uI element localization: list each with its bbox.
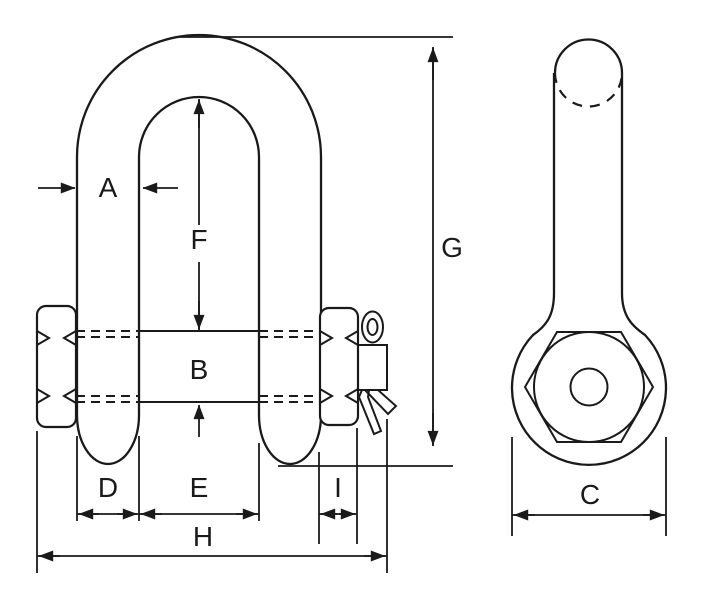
- bolt-head: [35, 304, 78, 429]
- side-bow-section-circle: [553, 38, 624, 74]
- hidden-thread-lines: [76, 330, 320, 403]
- hex-nut-outline: [318, 306, 360, 427]
- bolt-head-chamfer: [36, 388, 51, 404]
- dim-G: G: [180, 36, 463, 467]
- bolt-head-outline: [35, 304, 78, 429]
- cotter-pin-ring-outer: [361, 310, 384, 344]
- hex-nut-chamfer: [319, 388, 334, 404]
- dim-B: B: [190, 354, 209, 437]
- dim-label-f: F: [190, 224, 207, 255]
- dim-label-a: A: [99, 172, 118, 203]
- cotter-pin-prong-straight: [357, 389, 383, 436]
- dim-label-d: D: [98, 472, 118, 503]
- cotter-pin: [357, 310, 398, 436]
- dim-label-c: C: [580, 479, 600, 510]
- dimensions: A F B G: [36, 36, 667, 573]
- dim-label-b: B: [190, 354, 209, 385]
- cotter-pin-ring-inner: [366, 318, 379, 336]
- side-nut-hexagon: [523, 331, 655, 443]
- dim-A: A: [38, 172, 178, 203]
- hex-nut-chamfer: [319, 330, 334, 346]
- dim-D: D: [77, 472, 139, 520]
- hex-nut: [318, 306, 360, 427]
- side-pin-hole: [569, 367, 609, 407]
- dim-label-i: I: [334, 472, 342, 503]
- bolt-head-chamfer: [36, 330, 51, 346]
- extension-lines: [36, 419, 388, 573]
- dim-label-e: E: [190, 472, 209, 503]
- dim-E: E: [139, 472, 259, 520]
- cotter-pin-body: [357, 344, 388, 391]
- dim-F: F: [190, 99, 208, 330]
- side-view: [510, 38, 668, 466]
- bolt-head-chamfer: [62, 330, 77, 346]
- shackle-body-outline: [75, 33, 323, 466]
- dim-label-h: H: [193, 521, 213, 552]
- dim-H: H: [37, 521, 387, 562]
- side-body-outline: [510, 73, 668, 466]
- hex-nut-chamfer: [344, 330, 359, 346]
- bolt-shank: [139, 330, 259, 403]
- dim-C: C: [511, 437, 667, 536]
- hex-nut-chamfer: [344, 388, 359, 404]
- bolt-head-chamfer: [62, 388, 77, 404]
- dim-label-g: G: [441, 232, 463, 263]
- front-view: [35, 33, 398, 466]
- side-bow-section-hidden-arc: [553, 72, 624, 108]
- dim-I: I: [319, 472, 357, 520]
- side-nut-chamfer-circle: [533, 331, 645, 443]
- cotter-pin-prong-bent: [362, 389, 398, 416]
